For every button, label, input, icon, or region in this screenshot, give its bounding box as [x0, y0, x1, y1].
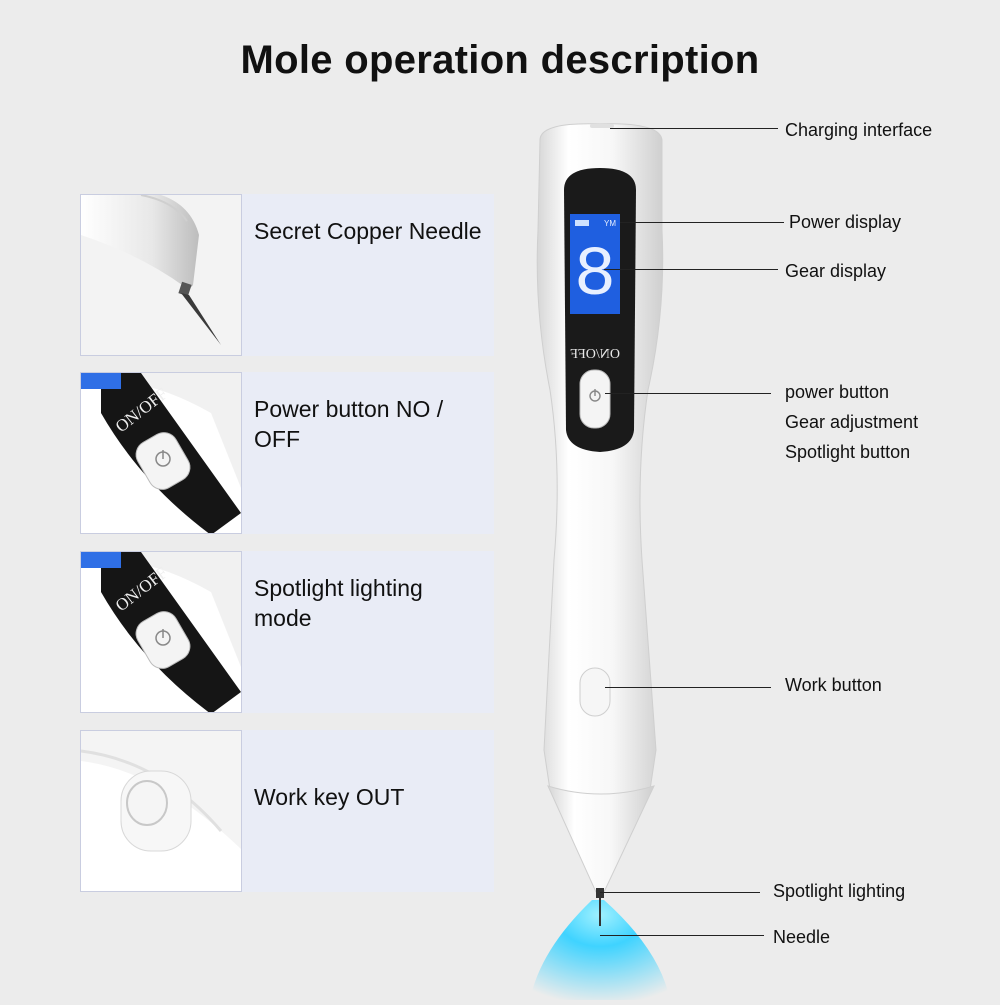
feature-text: Secret Copper Needle — [254, 218, 482, 244]
power-button-icon: ON/OFF — [80, 551, 242, 713]
callout-needle: Needle — [773, 927, 831, 947]
power-button[interactable] — [579, 369, 611, 429]
feature-text: Spotlight lighting mode — [254, 575, 423, 631]
callout-line — [604, 269, 778, 270]
callout-charging-interface: Charging interface — [785, 120, 933, 140]
on-off-label: ON/OFF — [570, 347, 620, 362]
power-button-icon: ON/OFF — [80, 372, 242, 534]
feature-card-power: ON/OFF Power button NO / OFF — [80, 372, 494, 534]
callout-spotlight-lighting: Spotlight lighting — [773, 881, 906, 901]
work-button[interactable] — [579, 667, 611, 717]
callout-work-button: Work button — [785, 675, 882, 695]
callout-spotlight-button: Spotlight button — [785, 442, 911, 462]
feature-card-needle: Secret Copper Needle — [80, 194, 494, 356]
feature-card-spotlight: ON/OFF Spotlight lighting mode — [80, 551, 494, 713]
feature-card-work: Work key OUT — [80, 730, 494, 892]
battery-label: YM — [604, 219, 616, 228]
gear-display — [570, 214, 620, 314]
callout-power-button: power button — [785, 382, 890, 402]
callout-power-display: Power display — [789, 212, 902, 232]
callout-line — [605, 393, 771, 394]
page-title: Mole operation description — [240, 38, 760, 82]
gear-value: 8 — [574, 237, 616, 316]
feature-text: Power button NO / OFF — [254, 396, 444, 452]
charging-interface — [590, 124, 614, 128]
feature-text: Work key OUT — [254, 784, 405, 810]
mole-removal-pen: YM 8 ON/OFF — [500, 110, 700, 1005]
callout-line — [605, 687, 771, 688]
callout-gear-adjustment: Gear adjustment — [785, 412, 919, 432]
needle-tip-icon — [80, 194, 242, 356]
callout-line — [610, 128, 778, 129]
callout-line — [600, 892, 760, 893]
work-button-icon — [80, 730, 242, 892]
callout-gear-display: Gear display — [785, 261, 887, 281]
callout-line — [620, 222, 784, 223]
callout-line — [600, 935, 764, 936]
